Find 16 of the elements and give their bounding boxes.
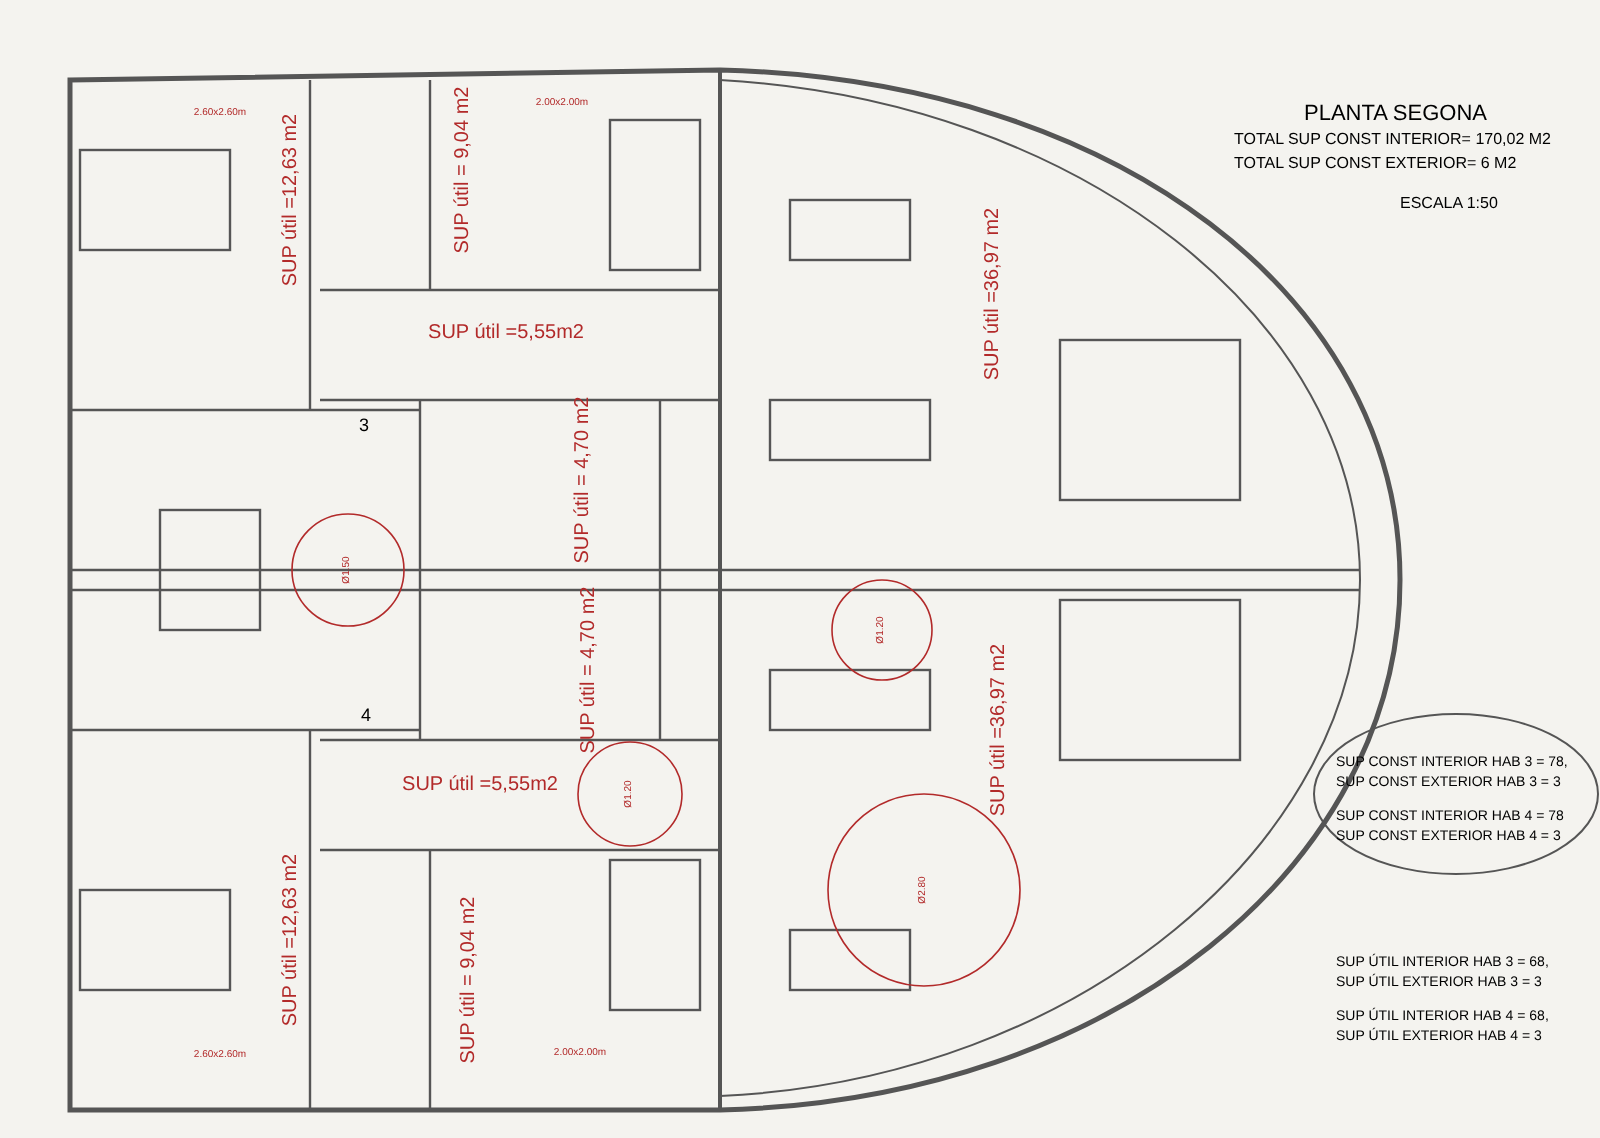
area-label: SUP útil =12,63 m2	[282, 853, 302, 1027]
area-label: SUP útil = 4,70 m2	[574, 396, 594, 564]
area-label: SUP útil =5,55m2	[402, 776, 558, 796]
area-label: SUP útil = 9,04 m2	[460, 896, 480, 1064]
room-number: 4	[361, 707, 371, 725]
scale-note: ESCALA 1:50	[1400, 196, 1498, 212]
room-number: 3	[359, 417, 369, 435]
area-label: SUP útil = 9,04 m2	[454, 86, 474, 254]
area-label: SUP útil =5,55m2	[428, 324, 584, 344]
area-label: SUP útil =36,97 m2	[990, 643, 1010, 817]
area-note: TOTAL SUP CONST INTERIOR= 170,02 M2	[1234, 132, 1551, 148]
area-note: TOTAL SUP CONST EXTERIOR= 6 M2	[1234, 156, 1517, 172]
area-label: SUP útil = 4,70 m2	[580, 586, 600, 754]
area-label: SUP útil =36,97 m2	[984, 207, 1004, 381]
area-label: SUP útil =12,63 m2	[282, 113, 302, 287]
plan-title: PLANTA SEGONA	[1304, 104, 1487, 126]
